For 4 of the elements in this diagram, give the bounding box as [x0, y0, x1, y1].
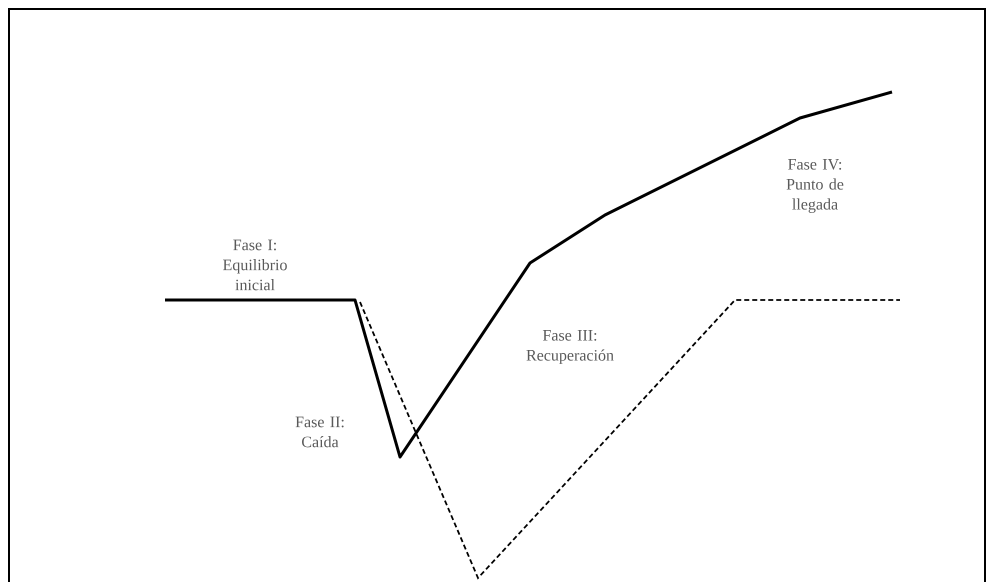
phase-label: Fase III: Recuperación [526, 330, 614, 364]
phase-label: Fase II: Caída [296, 416, 344, 448]
phase-label: Fase I: Equilibrio inicial [223, 240, 287, 290]
phase-label: Fase IV: Punto de llegada [786, 159, 844, 213]
